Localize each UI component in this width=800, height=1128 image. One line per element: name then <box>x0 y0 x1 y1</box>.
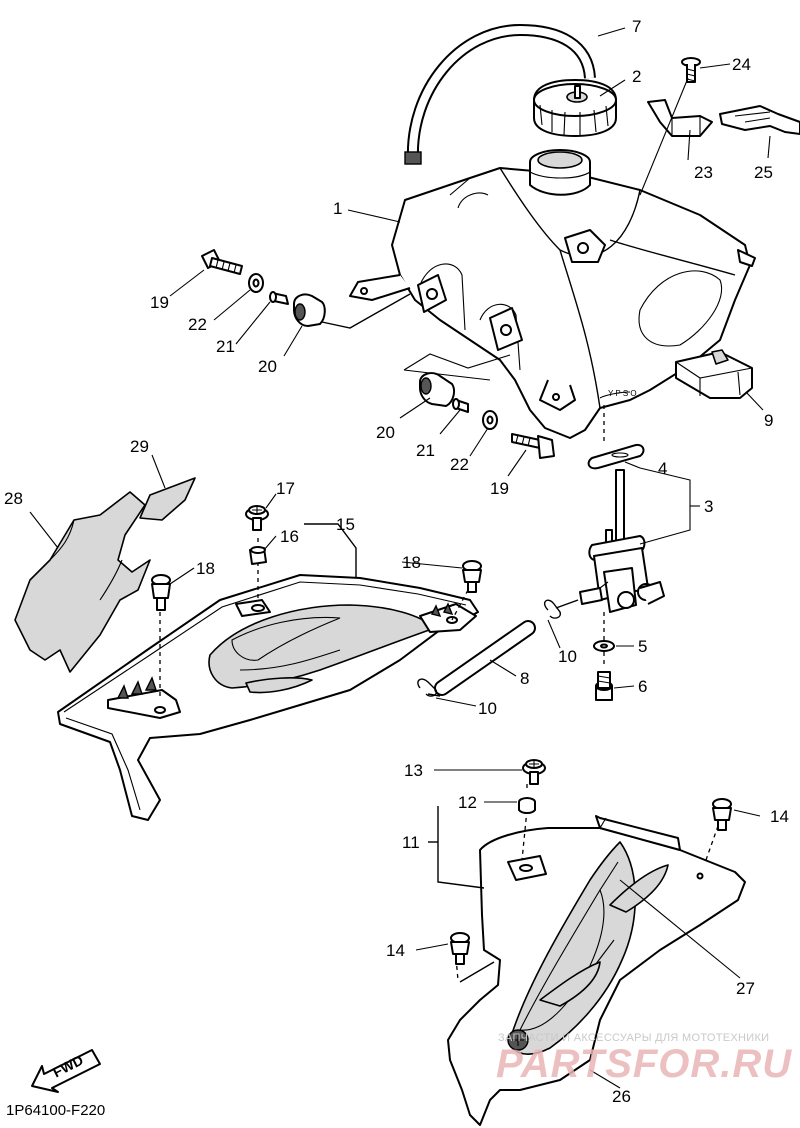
callout-10-left: 10 <box>478 699 497 718</box>
gasket-4[interactable] <box>587 443 645 470</box>
callout-labels: 1 2 3 4 5 6 7 8 9 10 10 11 12 13 14 14 1… <box>4 17 789 1106</box>
watermark-logo: PARTSFOR.RU <box>496 1042 793 1086</box>
fuel-hose-8[interactable] <box>434 620 536 696</box>
callout-23: 23 <box>694 163 713 182</box>
callout-19-upper: 19 <box>150 293 169 312</box>
washer-5[interactable] <box>593 640 615 652</box>
screw-13[interactable] <box>522 759 546 785</box>
callout-29: 29 <box>130 437 149 456</box>
callout-2: 2 <box>632 67 641 86</box>
callout-25: 25 <box>754 163 773 182</box>
fuel-cap[interactable] <box>533 79 617 137</box>
clip-10-right[interactable] <box>544 599 579 619</box>
callout-21-lower: 21 <box>416 441 435 460</box>
callout-3: 3 <box>704 497 713 516</box>
screw-6[interactable] <box>595 671 613 701</box>
leader-15 <box>304 523 357 578</box>
damper-9[interactable] <box>675 349 753 399</box>
leader-upper-fastener <box>321 293 411 329</box>
callout-4: 4 <box>658 459 667 478</box>
watermark-caption: ЗАПЧАСТИ И АКСЕССУАРЫ ДЛЯ МОТОТЕХНИКИ <box>498 1032 770 1044</box>
callout-18-right: 18 <box>402 553 421 572</box>
callout-28: 28 <box>4 489 23 508</box>
clip-10-left[interactable] <box>417 678 441 697</box>
collar-16[interactable] <box>249 546 267 565</box>
side-cover-left-15[interactable] <box>57 574 479 821</box>
callout-26: 26 <box>612 1087 631 1106</box>
leader-lower-fastener <box>403 353 511 381</box>
fwd-arrow-icon <box>31 1049 101 1093</box>
callout-6: 6 <box>638 677 647 696</box>
decal-29[interactable] <box>139 477 196 521</box>
callout-20-upper: 20 <box>258 357 277 376</box>
screw-18-right-axis <box>451 589 469 621</box>
diagram-code: 1P64100-F220 <box>6 1102 106 1119</box>
washer-22-lower[interactable] <box>482 410 498 430</box>
grommet-20-upper[interactable] <box>293 293 326 327</box>
callout-9: 9 <box>764 411 773 430</box>
callout-14-right: 14 <box>770 807 789 826</box>
callout-8: 8 <box>520 669 529 688</box>
collar-12[interactable] <box>518 797 536 814</box>
callout-18-left: 18 <box>196 559 215 578</box>
callout-22-upper: 22 <box>188 315 207 334</box>
fuel-tank[interactable]: Y P S O <box>349 149 756 439</box>
callout-11: 11 <box>402 833 420 852</box>
leader-14-left-extra <box>459 961 495 983</box>
screw-14-left[interactable] <box>450 932 470 965</box>
collar-21-lower[interactable] <box>452 398 469 413</box>
screw-13-axis <box>521 784 528 861</box>
collar-21-upper[interactable] <box>269 291 289 305</box>
washer-22-upper[interactable] <box>248 273 264 293</box>
side-cover-right-11[interactable] <box>447 815 746 1126</box>
callout-17: 17 <box>276 479 295 498</box>
callout-10-right: 10 <box>558 647 577 666</box>
bracket-23[interactable] <box>647 99 713 137</box>
callout-24: 24 <box>732 55 751 74</box>
screw-18-right[interactable] <box>462 560 482 593</box>
callout-16: 16 <box>280 527 299 546</box>
bolt-19-lower[interactable] <box>511 433 555 459</box>
screw-18-left[interactable] <box>151 574 171 611</box>
callout-14-left: 14 <box>386 941 405 960</box>
callout-21-upper: 21 <box>216 337 235 356</box>
screw-17[interactable] <box>245 505 269 531</box>
callout-13: 13 <box>404 761 423 780</box>
screw-14-right-axis <box>705 825 719 861</box>
band-25[interactable] <box>719 105 800 135</box>
callout-22-lower: 22 <box>450 455 469 474</box>
callout-20-lower: 20 <box>376 423 395 442</box>
callout-5: 5 <box>638 637 647 656</box>
leader-lines <box>29 27 771 1089</box>
callout-27: 27 <box>736 979 755 998</box>
grommet-20-lower[interactable] <box>419 372 455 407</box>
callout-12: 12 <box>458 793 477 812</box>
leader-11 <box>437 806 485 889</box>
fuel-cock-3[interactable] <box>579 469 665 613</box>
breather-hose[interactable] <box>404 23 596 165</box>
bolt-24[interactable] <box>681 57 701 83</box>
svg-text:Y P S O: Y P S O <box>608 389 637 398</box>
bolt-19-upper[interactable] <box>201 249 243 275</box>
callout-15: 15 <box>336 515 355 534</box>
screw-14-right[interactable] <box>712 798 732 831</box>
callout-19-lower: 19 <box>490 479 509 498</box>
callout-1: 1 <box>333 199 342 218</box>
callout-7: 7 <box>632 17 641 36</box>
